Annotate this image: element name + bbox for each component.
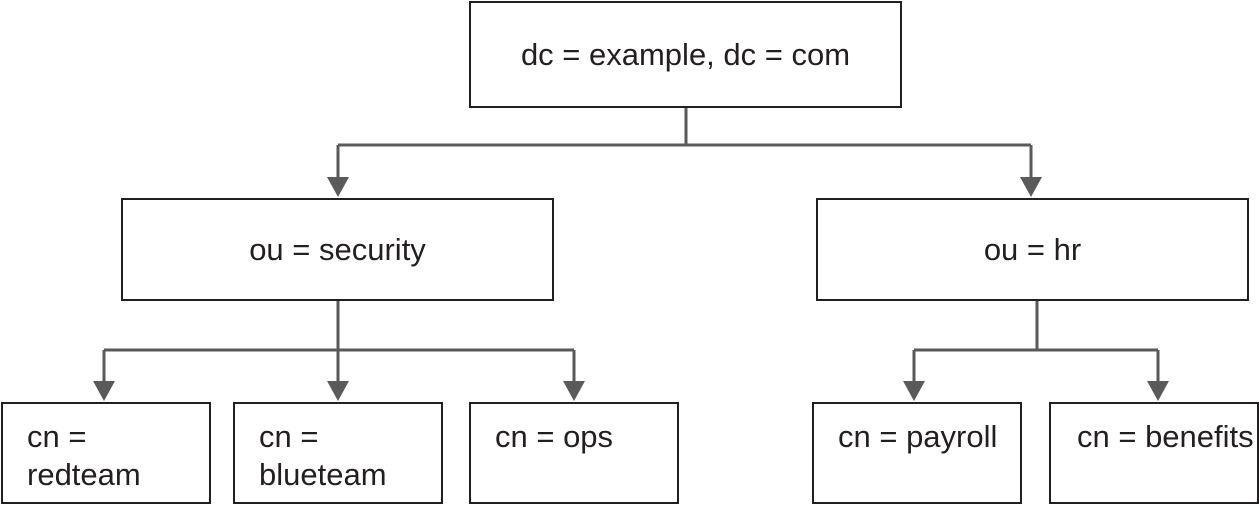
node-cn-benefits: cn = benefits — [1049, 402, 1259, 504]
node-ou-security: ou = security — [121, 198, 554, 301]
node-cn-blueteam: cn = blueteam — [233, 402, 443, 504]
arrowhead-payroll — [903, 381, 925, 401]
node-cn-blueteam-line2: blueteam — [259, 457, 387, 492]
arrowhead-ops — [563, 381, 585, 401]
node-cn-redteam-line2: redteam — [27, 457, 141, 492]
node-cn-redteam-line1: cn = — [27, 419, 87, 454]
node-root-domain: dc = example, dc = com — [469, 1, 902, 108]
arrowhead-hr — [1020, 177, 1042, 197]
node-cn-blueteam-line1: cn = — [259, 419, 319, 454]
node-cn-ops-label: cn = ops — [495, 419, 614, 454]
node-cn-benefits-label: cn = benefits — [1077, 419, 1254, 454]
node-root-label: dc = example, dc = com — [520, 36, 851, 72]
node-cn-redteam: cn = redteam — [1, 402, 211, 504]
arrowhead-security — [327, 177, 349, 197]
arrowhead-blueteam — [327, 381, 349, 401]
node-ou-hr: ou = hr — [816, 198, 1249, 301]
node-cn-payroll-label: cn = payroll — [838, 419, 998, 454]
arrowhead-redteam — [93, 381, 115, 401]
arrowhead-benefits — [1147, 381, 1169, 401]
node-ou-security-label: ou = security — [249, 231, 426, 267]
node-cn-ops: cn = ops — [469, 402, 679, 504]
node-cn-payroll: cn = payroll — [812, 402, 1022, 504]
node-ou-hr-label: ou = hr — [983, 231, 1082, 267]
